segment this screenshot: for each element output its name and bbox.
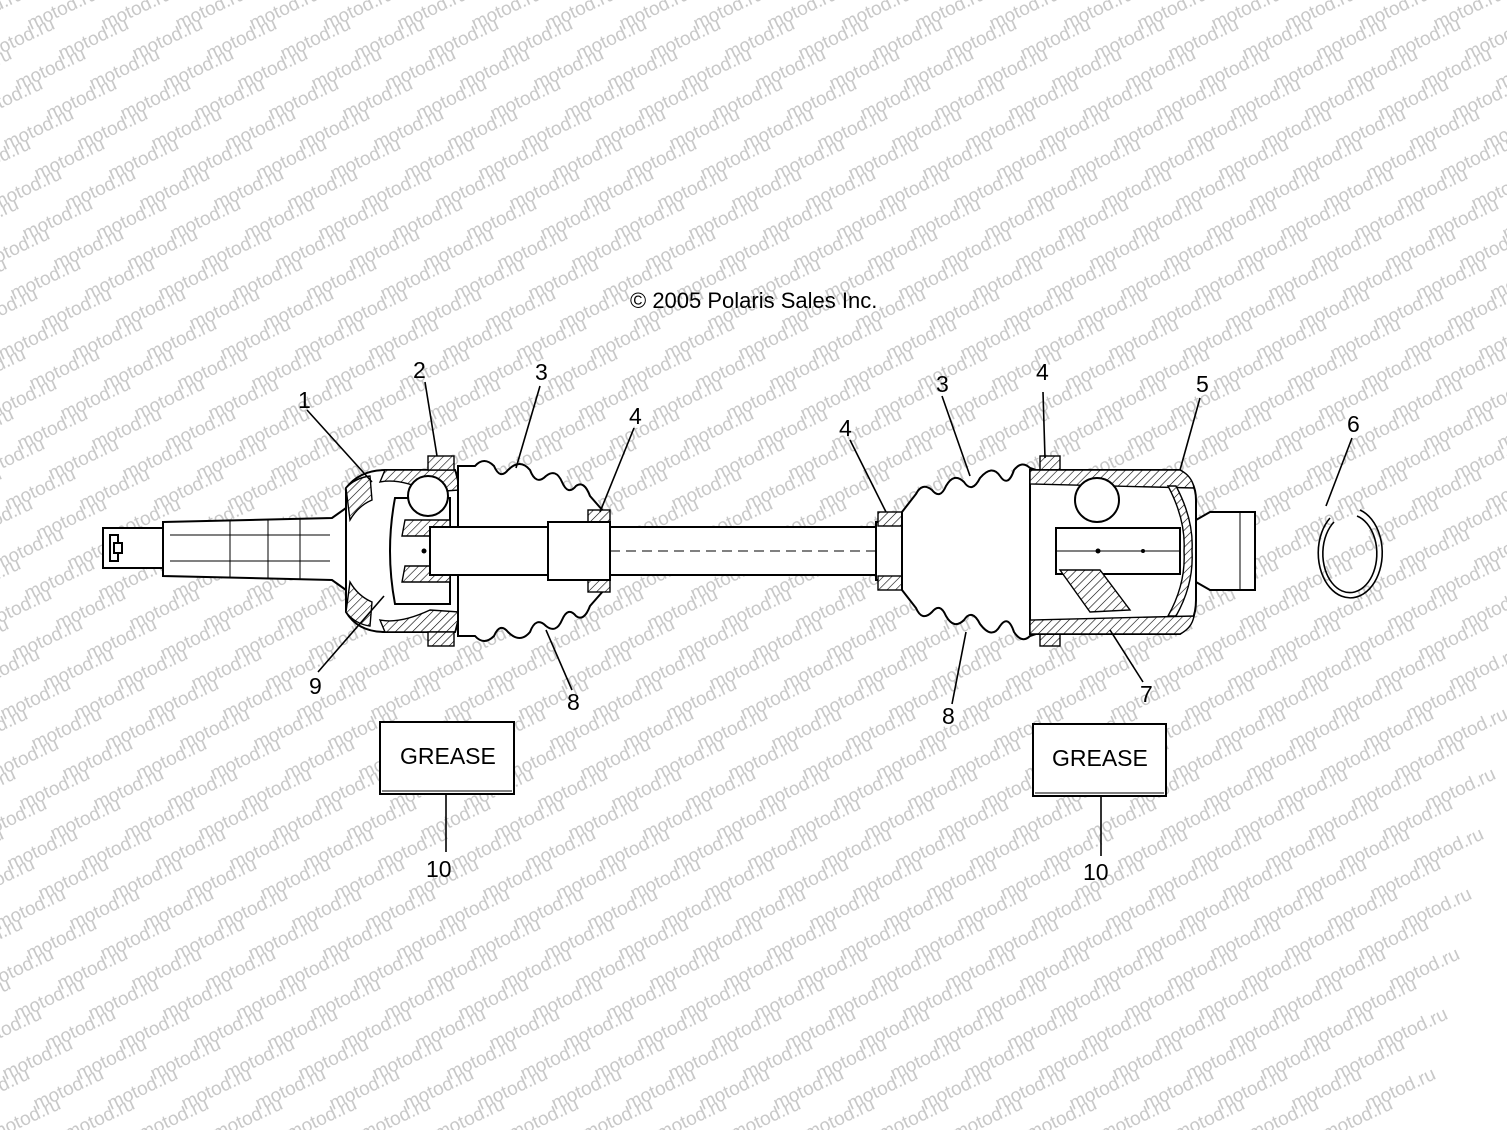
watermark-text: motod.ru	[61, 1094, 138, 1130]
callout-10-right: 10	[1083, 859, 1109, 885]
callout-3-right: 3	[936, 371, 949, 397]
watermark-text: motod.ru	[505, 1094, 582, 1130]
watermark-text: motod.ru	[135, 1094, 212, 1130]
callout-8-left: 8	[567, 689, 580, 715]
callout-4-left: 4	[629, 403, 642, 429]
callout-6: 6	[1347, 411, 1360, 437]
watermark-text: motod.ru	[801, 1094, 878, 1130]
watermark-text: motod.ru	[579, 1094, 656, 1130]
copyright-text: © 2005 Polaris Sales Inc.	[630, 288, 877, 313]
callout-2: 2	[413, 357, 426, 383]
watermark-text: motod.ru	[357, 1094, 434, 1130]
watermark-text: motod.ru	[1319, 1094, 1396, 1130]
callout-9: 9	[309, 673, 322, 699]
grease-label-left: GREASE	[400, 743, 496, 769]
callout-4-right: 4	[1036, 359, 1049, 385]
callout-5: 5	[1196, 371, 1209, 397]
callout-10-left: 10	[426, 856, 452, 882]
watermark-text: motod.ru	[727, 1094, 804, 1130]
grease-label-right: GREASE	[1052, 745, 1148, 771]
callout-4-center: 4	[839, 415, 852, 441]
grease-box-left: GREASE	[379, 721, 515, 795]
right-stub-shaft	[1195, 511, 1256, 591]
watermark-text: motod.ru	[875, 1094, 952, 1130]
watermark-text: motod.ru	[1097, 1094, 1174, 1130]
watermark-text: motod.ru	[283, 1094, 360, 1130]
callout-8-right: 8	[942, 703, 955, 729]
right-cv-joint-housing	[1029, 455, 1197, 647]
watermark-text: motod.ru	[1023, 1094, 1100, 1130]
grease-box-right: GREASE	[1032, 723, 1167, 797]
watermark-text: motod.ru	[1171, 1094, 1248, 1130]
watermark-text: motod.ru	[1504, 0, 1507, 35]
center-shaft	[429, 521, 921, 581]
callout-1: 1	[298, 387, 311, 413]
watermark-text: motod.ru	[209, 1094, 286, 1130]
watermark-text: motod.ru	[653, 1094, 730, 1130]
callout-3-left: 3	[535, 359, 548, 385]
watermark-text: motod.ru	[949, 1094, 1026, 1130]
watermark-text: motod.ru	[1245, 1094, 1322, 1130]
callout-7: 7	[1140, 681, 1153, 707]
watermark-text: motod.ru	[431, 1094, 508, 1130]
